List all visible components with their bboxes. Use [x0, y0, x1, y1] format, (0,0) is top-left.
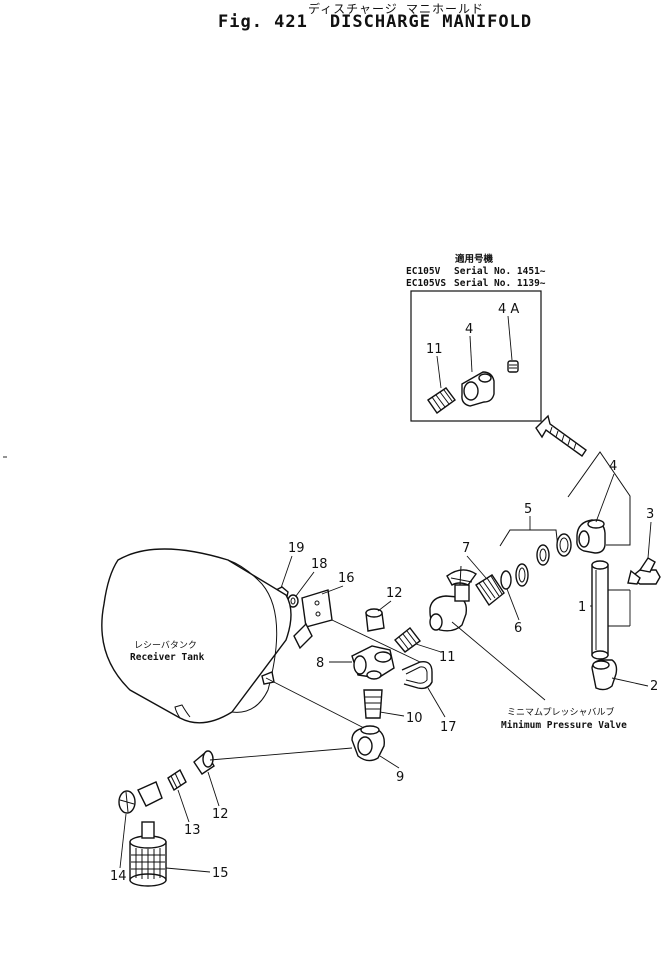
- inset-row-1-model: EC105V: [406, 266, 441, 277]
- min-pressure-valve-jp: ミニマムプレッシャバルブ: [507, 706, 614, 718]
- part-number-8: 8: [316, 656, 324, 671]
- part-number-17: 17: [440, 720, 457, 735]
- part-number-6: 6: [514, 621, 522, 636]
- bushing-12-icon: [365, 608, 385, 632]
- part-4-group-outline: [567, 451, 631, 546]
- nipple-10-icon: [363, 689, 383, 719]
- title-japanese: ディスチャージ マニホールド: [308, 2, 485, 16]
- inset-nipple-icon: [427, 387, 456, 414]
- part-number-9: 9: [396, 770, 404, 785]
- part-number-12b: 12: [212, 807, 229, 822]
- inset-heading: 適用号機: [455, 253, 494, 265]
- part-number-1: 1: [578, 600, 586, 615]
- bushing-12b-icon: [193, 750, 215, 775]
- seal-5-icon: [515, 533, 572, 587]
- figure-title: Fig. 421 DISCHARGE MANIFOLD: [218, 12, 532, 32]
- part-number-12a: 12: [386, 586, 403, 601]
- part-number-18: 18: [311, 557, 328, 572]
- drain-valve-14-icon: [118, 781, 163, 814]
- bracket-16-icon: [293, 589, 333, 650]
- receiver-tank-en: Receiver Tank: [130, 652, 205, 663]
- receiver-tank-icon: [101, 548, 292, 724]
- nipple-7-icon: [475, 574, 505, 607]
- part-number-14: 14: [110, 869, 127, 884]
- elbow-4-icon: [576, 519, 606, 554]
- inset-elbow-icon: [461, 371, 495, 407]
- inset-frame: [410, 290, 542, 422]
- connector-3-icon: [627, 557, 661, 585]
- inset-row-2-model: EC105VS: [406, 278, 446, 289]
- inset-label-11: 11: [426, 342, 443, 357]
- inset-label-4: 4: [465, 322, 473, 337]
- part-number-5: 5: [524, 502, 532, 517]
- elbow-9-icon: [351, 725, 385, 762]
- part-number-16: 16: [338, 571, 355, 586]
- receiver-tank-jp: レシーバタンク: [134, 640, 197, 651]
- part-number-10: 10: [406, 711, 423, 726]
- ubolt-17-icon: [401, 661, 433, 690]
- part-number-3: 3: [646, 507, 654, 522]
- inset-row-1-serial: Serial No. 1451~: [454, 266, 546, 277]
- inset-variant: 適用号機 EC105V Serial No. 1451~ EC105VS Ser…: [406, 253, 546, 422]
- min-pressure-valve-en: Minimum Pressure Valve: [501, 720, 627, 731]
- part-number-13: 13: [184, 823, 201, 838]
- inset-arrow-icon: [535, 414, 587, 457]
- nipple-11-icon: [394, 627, 421, 653]
- nipple-13-icon: [167, 768, 187, 792]
- part-number-7: 7: [462, 541, 470, 556]
- part-number-2: 2: [650, 679, 658, 694]
- part-5-bracket: [499, 529, 559, 549]
- ring-6-icon: [500, 570, 512, 590]
- valve-body-icon: [429, 565, 478, 632]
- part-number-4: 4: [609, 459, 617, 474]
- inset-label-4a: 4 A: [498, 302, 519, 317]
- part-number-19: 19: [288, 541, 305, 556]
- part-number-11: 11: [439, 650, 456, 665]
- manifold-pipe-icon: [591, 560, 609, 660]
- figure-title-english: DISCHARGE MANIFOLD: [329, 12, 533, 32]
- part-number-15: 15: [212, 866, 229, 881]
- washer-18-icon: [287, 594, 299, 608]
- inset-plug-icon: [507, 360, 519, 373]
- elbow-2-icon: [591, 659, 618, 691]
- inset-row-2-serial: Serial No. 1139~: [454, 278, 546, 289]
- figure-number: Fig. 421: [218, 12, 308, 32]
- strainer-15-icon: [129, 821, 167, 887]
- tee-8-icon: [351, 645, 395, 680]
